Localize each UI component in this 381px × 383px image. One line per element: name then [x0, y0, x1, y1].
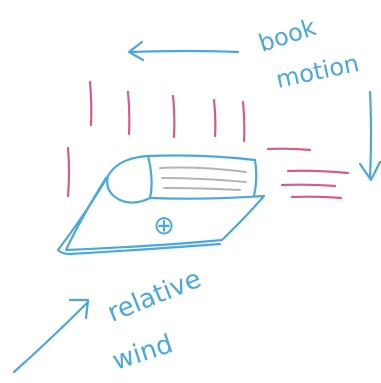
page-line-3	[164, 188, 240, 190]
relative-wind-label-word2: wind	[109, 329, 177, 377]
page-line-1	[160, 168, 246, 173]
downwash-line-1	[90, 82, 91, 125]
gravity-arrow-shaft	[370, 92, 371, 178]
book-pages	[160, 168, 246, 191]
book-motion-label-word2: motion	[273, 49, 361, 94]
downwash-line-2	[128, 92, 129, 134]
relative-wind-arrow-shaft	[14, 302, 88, 372]
book-motion-label-word1: book	[255, 13, 319, 58]
trailing-line-4	[292, 197, 341, 198]
downwash-line-5	[243, 102, 244, 141]
book-right-edge	[254, 160, 256, 196]
downwash-line-4	[214, 100, 215, 136]
trailing-lines	[268, 149, 348, 198]
center-of-gravity: ⊕	[153, 211, 175, 241]
relative-wind-arrow	[14, 300, 88, 372]
book-spine	[107, 156, 150, 203]
trailing-line-2	[288, 171, 348, 173]
book-motion-arrow-shaft	[130, 51, 238, 52]
book-top-edge	[148, 156, 255, 161]
center-of-gravity-symbol: ⊕	[153, 211, 175, 241]
book-spine-inner	[148, 156, 152, 198]
page-line-2	[162, 178, 246, 182]
downwash-line-6	[68, 148, 69, 196]
relative-wind-arrow-head	[70, 300, 88, 318]
book-motion-arrow	[129, 42, 238, 60]
trailing-line-3	[282, 185, 335, 186]
downwash-line-3	[173, 96, 174, 137]
gravity-arrow	[360, 92, 380, 180]
trailing-line-1	[268, 149, 310, 150]
relative-wind-label-word1: relative	[103, 264, 205, 329]
